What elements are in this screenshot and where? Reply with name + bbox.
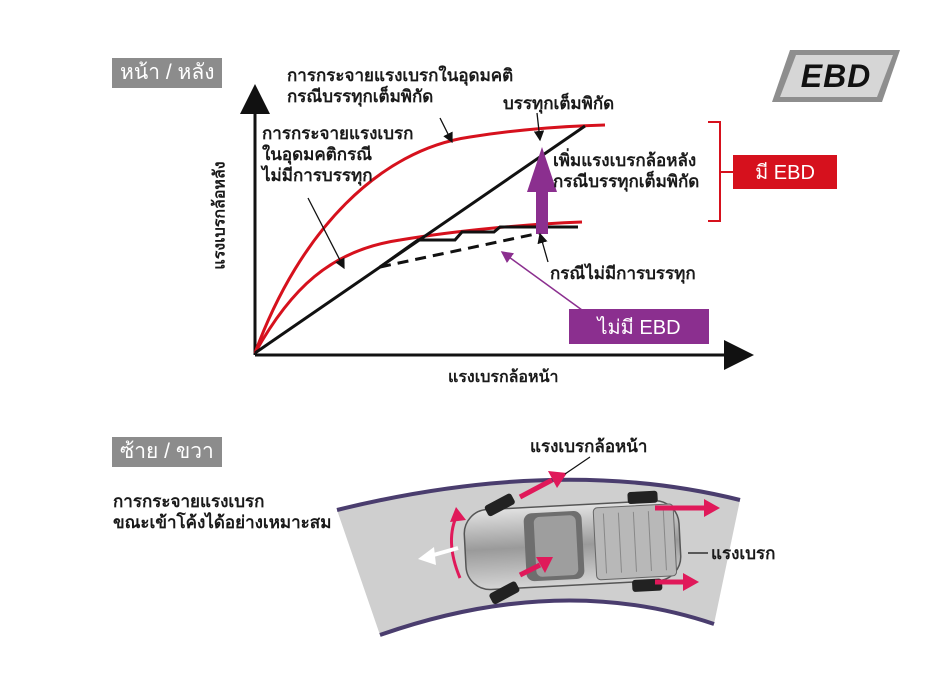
increase-rear-line-2: กรณีบรรทุกเต็มพิกัด [553, 172, 700, 191]
rear-wheel-force-head-1 [704, 499, 720, 517]
increase-rear-line-1: เพิ่มแรงเบรกล้อหลัง [553, 151, 697, 170]
turn-arc-head [450, 507, 466, 522]
front-wheel-force-arrow-2 [518, 562, 542, 578]
brake-force-label: แรงเบรก [711, 544, 776, 563]
no-ebd-dashed-line [379, 231, 541, 269]
rear-increase-arrow-shaft [536, 190, 548, 234]
cornering-description-line-1: การกระจายแรงเบรก [113, 492, 265, 511]
ebd-logo: EBD [772, 50, 900, 102]
ebd-bracket [708, 121, 733, 222]
leader-no-ebd [500, 251, 583, 311]
ideal-full-load-line-2: กรณีบรรทุกเต็มพิกัด [287, 87, 434, 106]
leader-ideal-full [439, 117, 453, 144]
rear-increase-arrow-head [527, 147, 557, 192]
front-wheel-force-head-2 [536, 557, 553, 573]
ebd-logo-text: EBD [800, 58, 872, 94]
ideal-no-load-line-2: ในอุดมคติกรณี [262, 145, 372, 164]
without-ebd-badge: ไม่มี EBD [569, 309, 709, 344]
cornering-description: การกระจายแรงเบรก ขณะเข้าโค้งได้อย่างเหมา… [113, 491, 331, 533]
full-load-label: บรรทุกเต็มพิกัด [503, 94, 615, 113]
with-ebd-badge: มี EBD [733, 155, 837, 189]
leader-no-load [537, 232, 549, 263]
ideal-full-load-line-1: การกระจายแรงเบรกในอุดมคติ [287, 66, 514, 85]
road-edge-inner [379, 598, 715, 637]
y-axis-label: แรงเบรกล้อหลัง [211, 161, 229, 270]
travel-direction-head [418, 547, 436, 565]
ebd-step-line [379, 225, 578, 269]
front-force-leader [564, 456, 591, 475]
no-load-label: กรณีไม่มีการบรรทุก [550, 264, 696, 283]
increase-rear-label: เพิ่มแรงเบรกล้อหลัง กรณีบรรทุกเต็มพิกัด [553, 150, 699, 192]
ideal-no-load-line-3: ไม่มีการบรรทุก [262, 166, 373, 185]
ebd-logo-graphic [772, 50, 900, 102]
ideal-full-load-curve [253, 123, 606, 354]
front-wheel-force-arrow-1 [518, 477, 554, 500]
x-axis-label: แรงเบรกล้อหน้า [448, 369, 559, 386]
section-tag-left-right: ซ้าย / ขวา [112, 437, 222, 467]
ideal-no-load-curve [253, 220, 583, 354]
rear-wheel-force-head-2 [683, 573, 699, 591]
ideal-full-load-label: การกระจายแรงเบรกในอุดมคติ กรณีบรรทุกเต็ม… [287, 65, 513, 107]
front-wheel-force-head-1 [548, 471, 567, 488]
ideal-no-load-label: การกระจายแรงเบรก ในอุดมคติกรณี ไม่มีการบ… [262, 123, 413, 186]
leader-full-load [533, 112, 545, 142]
ideal-no-load-line-1: การกระจายแรงเบรก [262, 124, 414, 143]
section-tag-front-rear: หน้า / หลัง [112, 58, 223, 88]
front-brake-force-label: แรงเบรกล้อหน้า [530, 437, 648, 456]
leader-ideal-none [307, 197, 345, 270]
cornering-description-line-2: ขณะเข้าโค้งได้อย่างเหมาะสม [113, 513, 332, 532]
